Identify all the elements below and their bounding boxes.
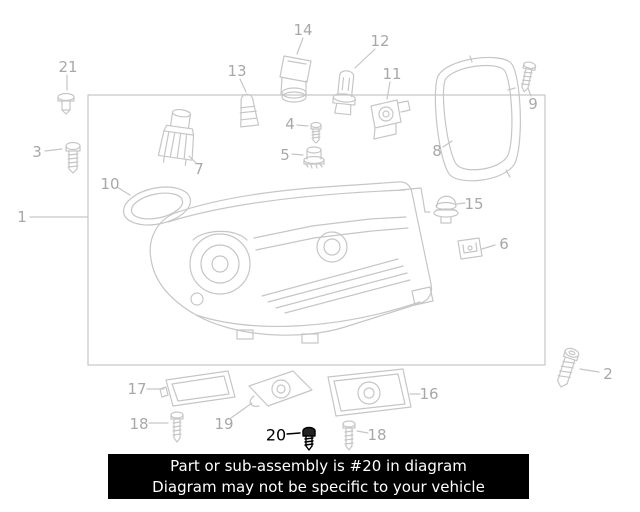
callout-18-left: 18 <box>129 415 149 433</box>
part-9-bolt <box>521 61 537 93</box>
callout-14: 14 <box>293 21 313 39</box>
part-5-nut <box>303 146 325 169</box>
callout-18-right: 18 <box>367 426 387 444</box>
highlight-banner: Part or sub-assembly is #20 in diagram D… <box>108 454 529 499</box>
callout-19: 19 <box>214 415 234 433</box>
part-6-clip <box>457 237 483 260</box>
callout-9: 9 <box>528 95 538 113</box>
callout-1: 1 <box>17 208 27 226</box>
part-11-bulb <box>370 99 411 140</box>
part-2-bolt <box>557 347 580 388</box>
part-18-screw-left <box>170 411 184 443</box>
part-15-grommet <box>433 195 459 224</box>
part-13-bulb <box>239 93 260 128</box>
callout-6: 6 <box>499 235 509 253</box>
part-3-bolt <box>65 141 81 174</box>
callout-4: 4 <box>285 115 295 133</box>
callout-8: 8 <box>432 142 442 160</box>
part-10-ring <box>122 186 192 226</box>
part-20-screw-highlighted <box>286 426 316 451</box>
callout-12: 12 <box>370 32 390 50</box>
callout-2: 2 <box>603 365 613 383</box>
part-8-cover <box>434 55 521 182</box>
callout-7: 7 <box>194 160 204 178</box>
part-16-ballast <box>327 368 412 417</box>
part-4-screw <box>310 121 322 144</box>
banner-line-2: Diagram may not be specific to your vehi… <box>152 477 485 496</box>
part-14-socket <box>279 55 312 103</box>
leader-line-20 <box>286 432 301 435</box>
callout-3: 3 <box>32 143 42 161</box>
banner-line-1: Part or sub-assembly is #20 in diagram <box>170 456 467 475</box>
leader-lines <box>29 37 600 434</box>
callout-21: 21 <box>58 58 78 76</box>
callout-16: 16 <box>419 385 439 403</box>
callout-17: 17 <box>127 380 147 398</box>
callout-13: 13 <box>227 62 247 80</box>
part-12-bulb <box>332 70 356 116</box>
part-19-igniter <box>248 370 313 407</box>
callout-11: 11 <box>382 65 402 83</box>
callout-20-highlighted: 20 <box>265 425 287 445</box>
headlamp-assembly-drawing <box>149 181 434 344</box>
callout-5: 5 <box>280 146 290 164</box>
part-7-bulb <box>157 108 195 166</box>
callout-15: 15 <box>464 195 484 213</box>
callout-10: 10 <box>100 175 120 193</box>
part-18-screw-right <box>342 420 356 451</box>
part-17-module <box>159 370 236 407</box>
part-1-assembly-boundary <box>87 94 546 366</box>
part-21-rivet <box>57 92 75 115</box>
